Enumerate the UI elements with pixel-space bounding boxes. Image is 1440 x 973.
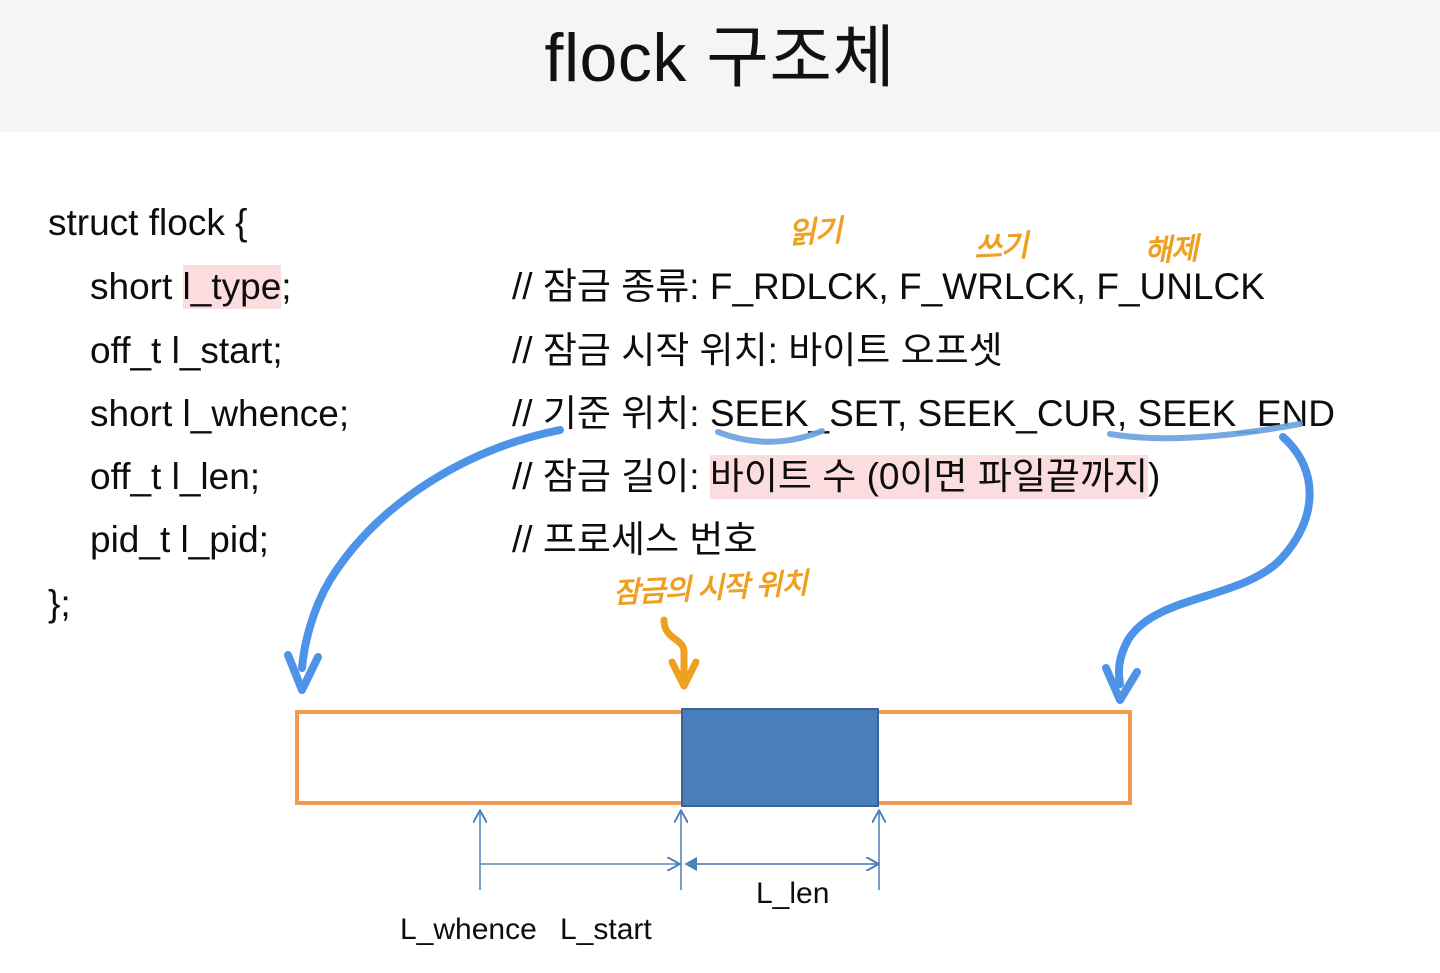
dimension-label-whence: L_whence [400, 913, 537, 946]
code-keyword-short: short [90, 266, 183, 307]
code-semicolon-l-type: ; [281, 266, 292, 307]
title-band [0, 0, 1440, 132]
code-field-l-type: l_type [182, 265, 282, 309]
comment-l-start: // 잠금 시작 위치: 바이트 오프셋 [512, 330, 1003, 371]
comment-l-len-highlight: 바이트 수 (0이면 파일끝까지 [709, 455, 1149, 499]
comment-l-len: // 잠금 길이: 바이트 수 (0이면 파일끝까지) [512, 454, 1160, 500]
code-line-struct-open: struct flock { [48, 202, 248, 243]
orange-down-arrow [660, 616, 700, 690]
code-line-l-type: short l_type; [90, 264, 292, 310]
code-line-struct-close: }; [48, 583, 71, 624]
comment-l-len-suffix: ) [1148, 456, 1161, 497]
code-line-l-pid: pid_t l_pid; [90, 519, 269, 560]
annotation-read: 읽기 [787, 214, 843, 251]
lock-region-block [681, 708, 879, 807]
annotation-lock-start-position: 잠금의 시작 위치 [612, 567, 808, 611]
page-title: flock 구조체 [544, 20, 896, 96]
code-line-l-len: off_t l_len; [90, 456, 261, 497]
dimension-label-start: L_start [560, 913, 652, 946]
comment-l-type: // 잠금 종류: F_RDLCK, F_WRLCK, F_UNLCK [512, 266, 1265, 307]
comment-l-len-prefix: // 잠금 길이: [512, 456, 710, 497]
annotation-write: 쓰기 [973, 229, 1029, 266]
annotation-release: 해제 [1143, 232, 1199, 269]
comment-l-pid: // 프로세스 번호 [512, 519, 758, 560]
dimension-label-len: L_len [756, 877, 830, 910]
code-line-l-whence: short l_whence; [90, 393, 350, 434]
code-line-l-start: off_t l_start; [90, 330, 283, 371]
comment-l-whence: // 기준 위치: SEEK_SET, SEEK_CUR, SEEK_END [512, 393, 1335, 434]
